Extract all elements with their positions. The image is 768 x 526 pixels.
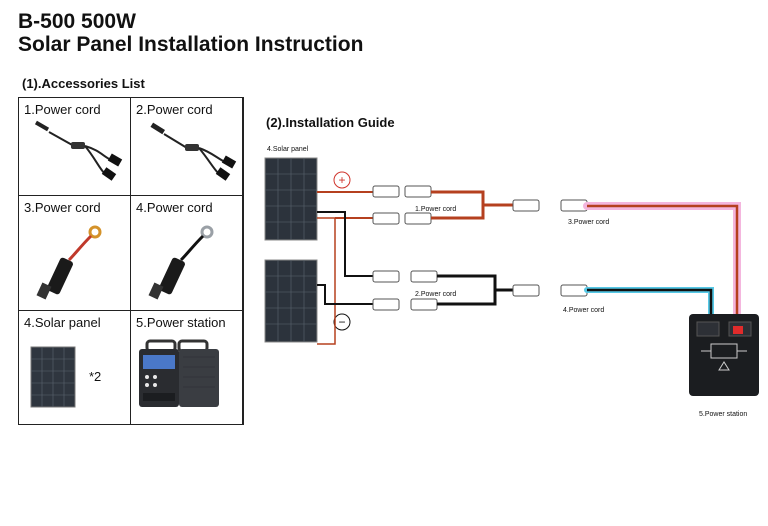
accessory-label: 4.Power cord <box>136 200 213 215</box>
power-station-icon <box>139 339 219 407</box>
accessory-label: 2.Power cord <box>136 102 213 117</box>
accessory-cell-power-cord-2: 2.Power cord <box>131 98 243 196</box>
y-branch-2 <box>437 274 513 306</box>
negative-wiring <box>317 211 373 305</box>
y-branch-cord-icon <box>150 122 237 181</box>
accessory-cell-power-cord-1: 1.Power cord <box>19 98 131 196</box>
cord4-label: 4.Power cord <box>563 307 604 314</box>
accessory-cell-power-station: 5.Power station <box>131 311 243 425</box>
model-title: B-500 500W <box>18 10 136 33</box>
accessory-label: 4.Solar panel <box>24 315 101 330</box>
ring-terminal-cord-icon <box>36 225 102 300</box>
power-station <box>689 314 759 396</box>
y-branch-1 <box>431 190 513 220</box>
accessory-label: 5.Power station <box>136 315 226 330</box>
mc4-connector-y1-out <box>512 199 588 212</box>
positive-wiring <box>317 191 373 345</box>
svg-text:−: − <box>338 315 345 329</box>
cord3-label: 3.Power cord <box>568 219 609 226</box>
solar-panel-quantity: *2 <box>89 369 102 384</box>
mc4-connector-top-lower <box>372 212 432 225</box>
negative-cable <box>587 288 713 318</box>
accessory-cell-power-cord-3: 3.Power cord <box>19 196 131 311</box>
negative-cable-glow <box>584 287 714 321</box>
negative-symbol: − <box>333 313 351 331</box>
accessories-grid: 1.Power cord 2.Power cord 3.Power cord <box>18 97 244 425</box>
accessory-cell-power-cord-4: 4.Power cord <box>131 196 243 311</box>
mc4-connector-bottom-upper <box>372 270 438 283</box>
cord1-label: 1.Power cord <box>415 206 456 213</box>
positive-symbol: + <box>333 171 351 189</box>
y-branch-cord-icon <box>34 120 123 181</box>
installation-diagram: 4.Solar panel + − <box>264 146 759 418</box>
solar-panel-bottom <box>264 259 318 343</box>
power-station-label: 5.Power station <box>699 411 747 418</box>
cord2-label: 2.Power cord <box>415 291 456 298</box>
positive-cable <box>587 204 739 318</box>
mc4-connector-bottom-lower <box>372 298 438 311</box>
accessory-cell-solar-panel: 4.Solar panel *2 <box>19 311 131 425</box>
svg-text:+: + <box>338 173 345 187</box>
ring-terminal-cord-icon <box>148 225 214 300</box>
solar-panel-top <box>264 157 318 241</box>
page-title: Solar Panel Installation Instruction <box>18 33 364 56</box>
solar-panel-label: 4.Solar panel <box>267 146 309 153</box>
solar-panel-icon <box>30 346 76 408</box>
mc4-connector-top-upper <box>372 185 432 198</box>
accessory-label: 1.Power cord <box>24 102 101 117</box>
positive-cable-glow <box>583 202 741 322</box>
mc4-connector-y2-out <box>512 284 588 297</box>
installation-guide-heading: (2).Installation Guide <box>266 115 395 130</box>
accessory-label: 3.Power cord <box>24 200 101 215</box>
accessories-heading: (1).Accessories List <box>22 76 145 91</box>
